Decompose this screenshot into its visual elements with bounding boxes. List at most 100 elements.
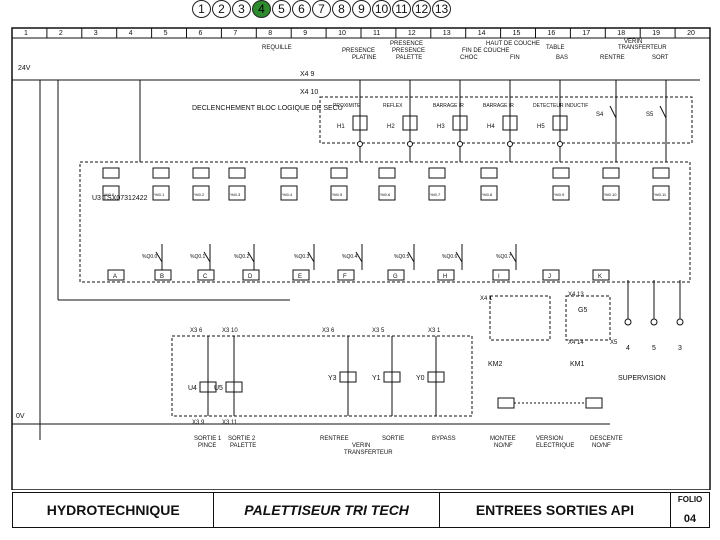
plc-inputs: %I0.0%I0.1%I0.2%I0.3%I0.4%I0.5%I0.6%I0.7… xyxy=(102,167,670,201)
sensor-label: BARRAGE IR xyxy=(483,103,514,109)
page-tab-5[interactable]: 5 xyxy=(272,0,291,18)
column-number: 19 xyxy=(652,30,660,37)
sensor-id: H2 xyxy=(387,124,395,130)
plc-input-module xyxy=(378,185,396,201)
page-tab-3[interactable]: 3 xyxy=(232,0,251,18)
column-number: 2 xyxy=(59,30,63,37)
top-label: TABLE xyxy=(546,45,565,51)
plc-output-terminal-label: D xyxy=(248,274,253,280)
plc-output-terminal xyxy=(292,269,310,281)
page-tab-13[interactable]: 13 xyxy=(432,0,451,18)
coil-label: U4 xyxy=(188,385,197,392)
plc-input-module xyxy=(480,185,498,201)
top-label: VERIN xyxy=(624,39,642,45)
bottom-label: ELECTRIQUE xyxy=(536,443,574,449)
page-tab-11[interactable]: 11 xyxy=(392,0,411,18)
top-label: FIN xyxy=(510,55,520,61)
column-number: 5 xyxy=(164,30,168,37)
page-tab-10[interactable]: 10 xyxy=(372,0,391,18)
switch-contact xyxy=(659,105,667,119)
top-label: TRANSFERTEUR xyxy=(618,45,667,51)
plc-output-contact xyxy=(509,251,517,263)
plc-label: U3 TSX07312422 xyxy=(92,195,148,202)
plc-output-terminal-label: J xyxy=(548,274,551,280)
plc-output-terminal-label: K xyxy=(598,274,602,280)
plc-input-address: %I0.4 xyxy=(282,192,293,197)
plc-input-module xyxy=(330,185,348,201)
plc-output-terminal-label: F xyxy=(343,274,347,280)
column-number: 8 xyxy=(268,30,272,37)
plc-output-terminal xyxy=(437,269,455,281)
plc-input-terminal xyxy=(480,167,498,179)
plc-input-address: %I0.11 xyxy=(654,192,667,197)
terminal-label: X3 6 xyxy=(190,328,203,334)
terminal-dot xyxy=(457,141,463,147)
plc-output-terminal-label: B xyxy=(160,274,164,280)
plc-input-terminal xyxy=(378,167,396,179)
page-tab-8[interactable]: 8 xyxy=(332,0,351,18)
top-label: PALETTE xyxy=(396,55,422,61)
plc-block xyxy=(79,161,691,283)
page-tab-9[interactable]: 9 xyxy=(352,0,371,18)
plc-output-contact xyxy=(455,251,463,263)
coil-label: Y3 xyxy=(328,375,337,382)
plc-output-address: %Q0.2 xyxy=(234,254,250,260)
plc-input-address: %I0.5 xyxy=(332,192,343,197)
column-number: 10 xyxy=(338,30,346,37)
plc-input-terminal xyxy=(152,167,170,179)
plc-output-address: %Q0.1 xyxy=(190,254,206,260)
plc-input-module xyxy=(152,185,170,201)
plc-output-terminal xyxy=(154,269,172,281)
plc-input-terminal xyxy=(602,167,620,179)
plc-input-address: %I0.8 xyxy=(482,192,493,197)
column-number: 7 xyxy=(233,30,237,37)
rail-0v-label: 0V xyxy=(16,413,25,420)
page-tab-7[interactable]: 7 xyxy=(312,0,331,18)
sensor-id: H4 xyxy=(487,124,495,130)
plc-output-terminal-label: E xyxy=(298,274,302,280)
page-tab-2[interactable]: 2 xyxy=(212,0,231,18)
terminal-label: X4 1 xyxy=(480,296,493,302)
column-number: 18 xyxy=(617,30,625,37)
plc-input-address: %I0.7 xyxy=(430,192,441,197)
bottom-label: SORTIE 2 xyxy=(228,436,256,442)
coil-label: Y1 xyxy=(372,375,381,382)
km2-label: KM2 xyxy=(488,361,503,368)
page-tab-6[interactable]: 6 xyxy=(292,0,311,18)
km1-label: KM1 xyxy=(570,361,585,368)
top-label: PRESENCE xyxy=(342,48,375,54)
plc-input-address: %I0.1 xyxy=(154,192,165,197)
bottom-label: SORTIE 1 xyxy=(194,436,222,442)
page-title: ENTREES SORTIES API xyxy=(440,493,672,527)
plc-output-contact xyxy=(407,251,415,263)
sensor-label: REFLEX xyxy=(383,103,403,109)
sensor-id: H5 xyxy=(537,124,545,130)
page-tab-4[interactable]: 4 xyxy=(252,0,271,18)
plc-input-module xyxy=(428,185,446,201)
plc-input-address: %I0.0 xyxy=(104,192,115,197)
terminal-label: X3 9 xyxy=(192,420,205,426)
plc-input-address: %I0.6 xyxy=(380,192,391,197)
plc-output-terminal-label: H xyxy=(443,274,447,280)
plc-input-module xyxy=(602,185,620,201)
plc-input-terminal xyxy=(330,167,348,179)
rail-24v-label: 24V xyxy=(18,65,31,72)
sensor-id: H1 xyxy=(337,124,345,130)
plc-output-address: %Q0.5 xyxy=(394,254,410,260)
bottom-label: RENTREE xyxy=(320,436,349,442)
bottom-label: NO/NF xyxy=(592,443,611,449)
plc-output-terminal-label: C xyxy=(203,274,208,280)
page-tab-1[interactable]: 1 xyxy=(192,0,211,18)
top-label: RENTRE xyxy=(600,55,625,61)
plc-output-terminal-label: G xyxy=(393,274,398,280)
plc-input-terminal xyxy=(428,167,446,179)
plc-input-module xyxy=(280,185,298,201)
plc-input-module xyxy=(102,185,120,201)
plc-output-address: %Q0.0 xyxy=(142,254,158,260)
top-label: PRESENCE xyxy=(392,48,425,54)
plc-output-terminal xyxy=(542,269,560,281)
page-tab-12[interactable]: 12 xyxy=(412,0,431,18)
